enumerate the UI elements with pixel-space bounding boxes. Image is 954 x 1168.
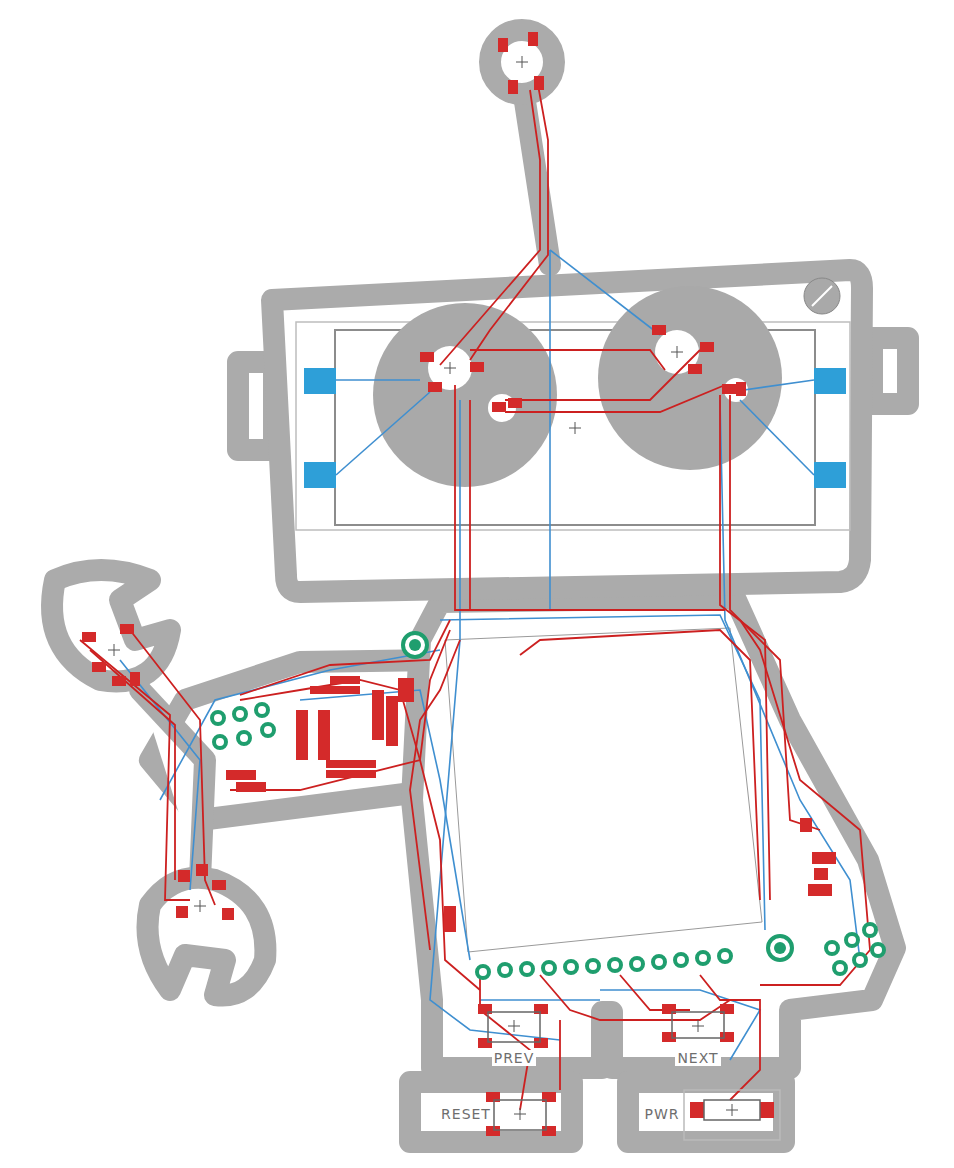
silkscreen-label: PREV [492,1050,537,1066]
button-label: PWR [642,1106,681,1122]
button-label: RESET [439,1106,493,1122]
silkscreen-label: NEXT [675,1050,720,1066]
button-label-box: PWR [638,1101,685,1125]
button-label-box: RESET [435,1101,497,1125]
